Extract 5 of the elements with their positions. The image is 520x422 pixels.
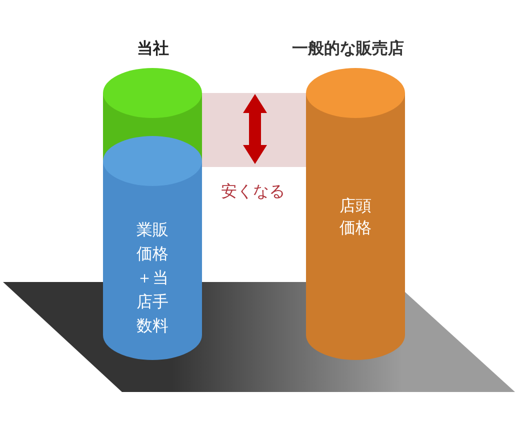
column-heading: 一般的な販売店 (292, 38, 404, 60)
cylinder-label: 業販価格＋当店手数料 (136, 219, 170, 337)
cylinder-label: 店頭価格 (338, 195, 372, 239)
column-heading: 当社 (137, 38, 169, 60)
arrow-label: 安くなる (221, 182, 285, 202)
